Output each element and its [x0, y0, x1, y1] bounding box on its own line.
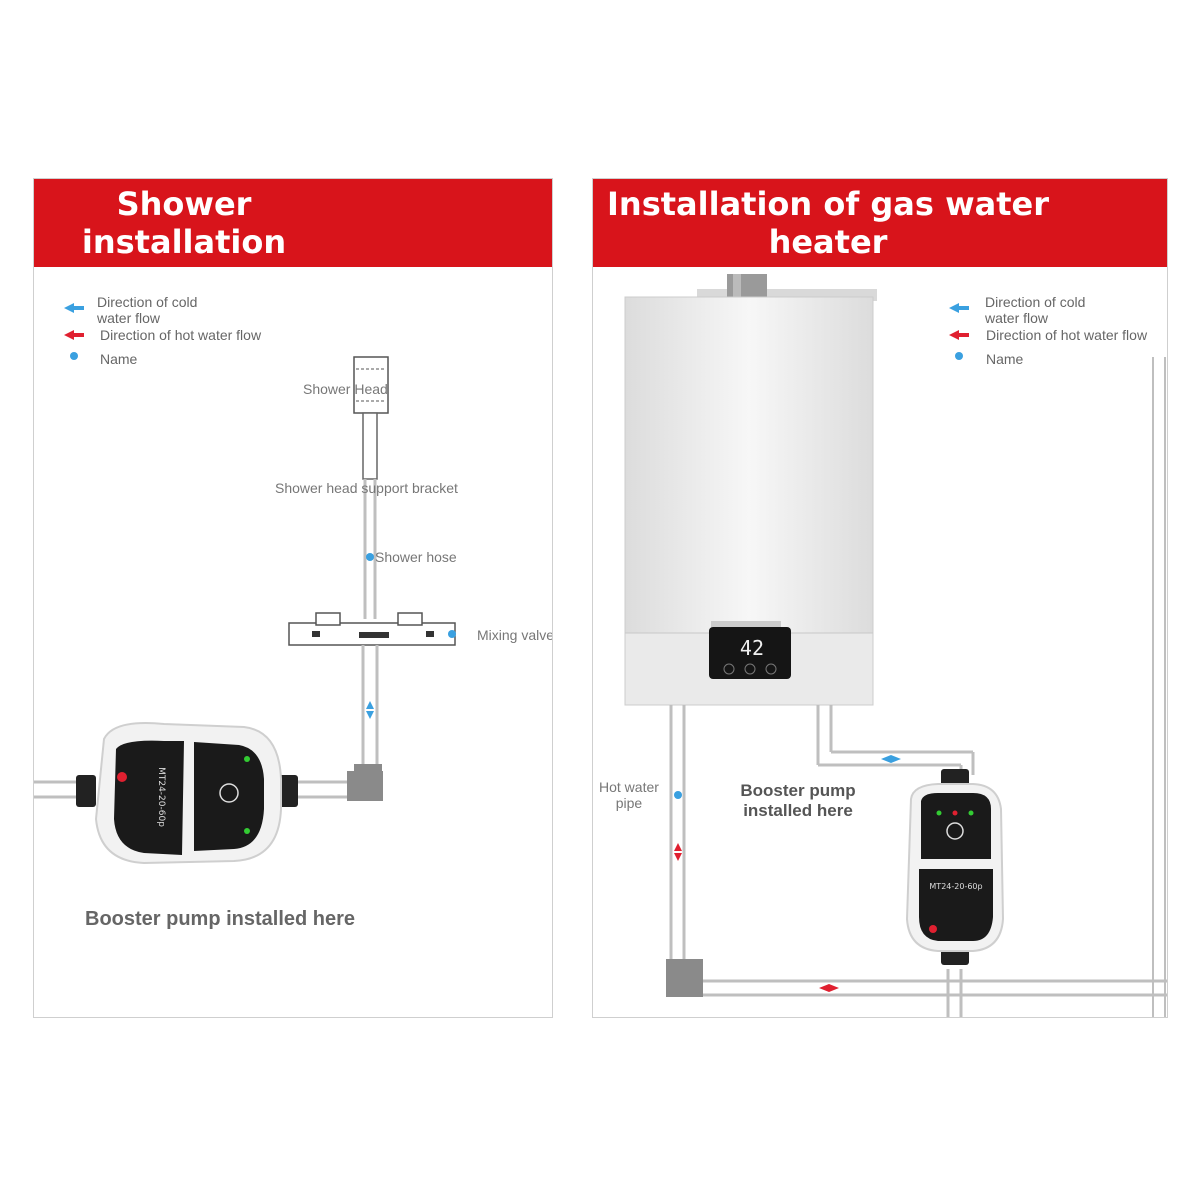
- legend-cold-label: Direction of cold water flow: [985, 294, 1086, 326]
- legend-name-label: Name: [986, 351, 1024, 367]
- name-dot-icon: [955, 352, 963, 360]
- hot-arrow-icon: [949, 330, 969, 340]
- legend-icons: [949, 303, 969, 360]
- booster-pump-icon: MT24-20-60p: [905, 769, 1005, 965]
- legend-name-label: Name: [100, 351, 138, 367]
- banner-title: Shower installation: [34, 185, 334, 261]
- hot-pipe-name-dot: [674, 791, 682, 799]
- pump-caption: Booster pump installed here: [85, 908, 356, 930]
- pump-model-label: MT24-20-60p: [156, 767, 166, 827]
- hose-label: Shower hose: [375, 549, 457, 565]
- title-line-1: Installation of gas water: [607, 185, 1049, 223]
- title-line-1: Shower: [116, 185, 252, 223]
- bracket-label: Shower head support bracket: [275, 480, 458, 496]
- hot-flow-arrow-bottom: [819, 984, 829, 992]
- legend-cold-label: Direction of cold water flow: [97, 294, 198, 326]
- legend-hot-label: Direction of hot water flow: [986, 327, 1148, 343]
- banner-title: Installation of gas water heater: [593, 185, 1063, 261]
- pump-model-label: MT24-20-60p: [929, 882, 982, 891]
- shower-head-icon: [353, 356, 389, 414]
- legend-icons: [64, 303, 84, 360]
- hose-name-dot: [366, 553, 374, 561]
- display-value: 42: [740, 636, 764, 660]
- title-line-2: heater: [768, 223, 888, 261]
- cold-water-pipe: [816, 357, 1166, 1017]
- shower-installation-panel: Shower installation Direction of cold wa…: [33, 178, 553, 1018]
- mixing-valve-label: Mixing valve: [477, 627, 553, 643]
- shower-hose: [363, 479, 377, 619]
- booster-pump-icon: MT24-20-60p: [76, 722, 298, 865]
- shower-head-label: Shower Head: [303, 381, 388, 397]
- legend-hot-label: Direction of hot water flow: [100, 327, 262, 343]
- legend: Direction of cold water flow Direction o…: [593, 179, 1167, 379]
- hot-arrow-icon: [64, 330, 84, 340]
- hot-water-pipe: [666, 705, 1167, 997]
- legend: Direction of cold water flow Direction o…: [34, 179, 552, 379]
- hot-water-pipe-label: Hot water pipe: [599, 779, 659, 811]
- mixing-valve-icon: [288, 612, 456, 646]
- shower-installation-banner: Shower installation: [34, 179, 552, 267]
- shower-bracket: [362, 412, 378, 480]
- gas-heater-installation-panel: Installation of gas water heater: [592, 178, 1168, 1018]
- supply-pipe: [34, 645, 383, 801]
- temperature-display: 42: [709, 627, 791, 679]
- name-dot-icon: [70, 352, 78, 360]
- gas-heater-banner: Installation of gas water heater: [593, 179, 1167, 267]
- hot-flow-arrow: [674, 853, 682, 861]
- pump-caption: Booster pump installed here: [740, 781, 856, 820]
- cold-arrow-icon: [949, 303, 969, 313]
- title-line-2: installation: [81, 223, 287, 261]
- gas-water-heater: 42: [624, 296, 874, 706]
- cold-arrow-icon: [64, 303, 84, 313]
- gas-heater-diagram: 42: [624, 274, 1167, 1017]
- shower-diagram: MT24-20-60p: [34, 356, 456, 865]
- cold-flow-arrow: [881, 755, 891, 763]
- cold-flow-arrow: [366, 701, 374, 709]
